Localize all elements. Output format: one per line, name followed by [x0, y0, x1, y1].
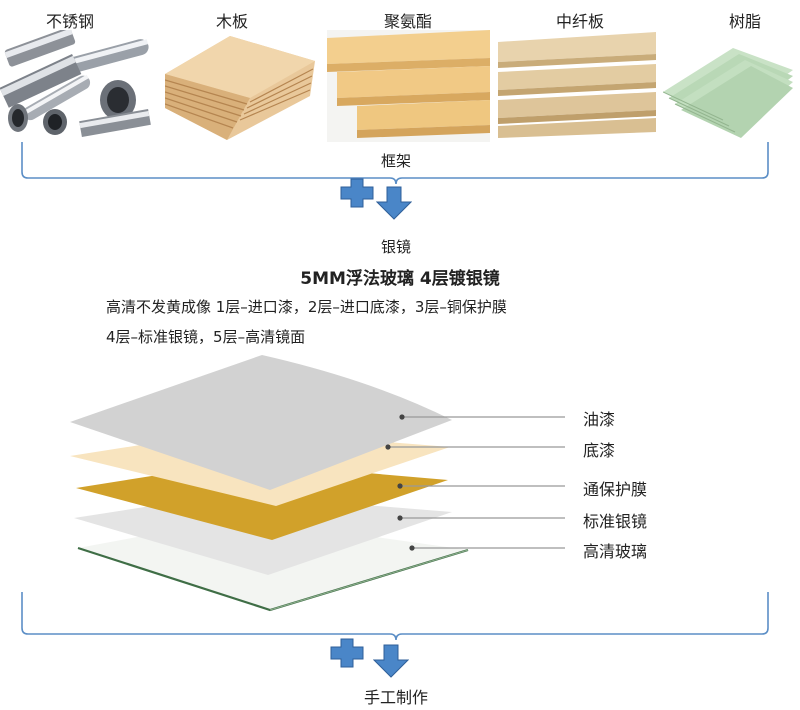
description-line-1: 高清不发黄成像 1层–进口漆，2层–进口底漆，3层–铜保护膜: [106, 298, 507, 316]
frame-label: 框架: [380, 152, 411, 170]
layer-label-paint: 油漆: [583, 410, 616, 429]
layer-silver-mirror: [74, 494, 452, 575]
diagram-title: 5MM浮法玻璃 4层镀银镜: [300, 269, 500, 289]
mirror-label: 银镜: [380, 238, 411, 256]
material-label-resin: 树脂: [728, 12, 761, 31]
material-label-polyurethane: 聚氨酯: [383, 12, 432, 31]
stainless-steel-image: [0, 30, 155, 140]
layer-label-clear-glass: 高清玻璃: [583, 542, 648, 561]
material-label-mdf: 中纤板: [555, 12, 604, 31]
plus-icon: [340, 178, 374, 208]
layer-clear-glass: [78, 518, 468, 610]
down-arrow-icon: [376, 186, 412, 220]
layer-label-silver-mirror: 标准银镜: [583, 512, 648, 531]
layer-paint: [70, 355, 452, 490]
handmade-label: 手工制作: [363, 688, 428, 707]
material-label-stainless-steel: 不锈钢: [45, 12, 94, 31]
layer-label-primer: 底漆: [583, 441, 616, 460]
description-line-2: 4层–标准银镜，5层–高清镜面: [106, 328, 306, 346]
mdf-image: [498, 32, 656, 138]
down-arrow-icon-bottom: [373, 644, 409, 678]
layer-primer: [70, 430, 450, 506]
polyurethane-image: [327, 30, 490, 142]
material-label-wood-board: 木板: [215, 12, 248, 31]
plus-icon-bottom: [330, 638, 364, 668]
layer-protective-film: [76, 462, 448, 540]
resin-image: [663, 48, 793, 138]
layer-label-protective-film: 通保护膜: [583, 480, 648, 499]
wood-board-image: [165, 36, 315, 140]
